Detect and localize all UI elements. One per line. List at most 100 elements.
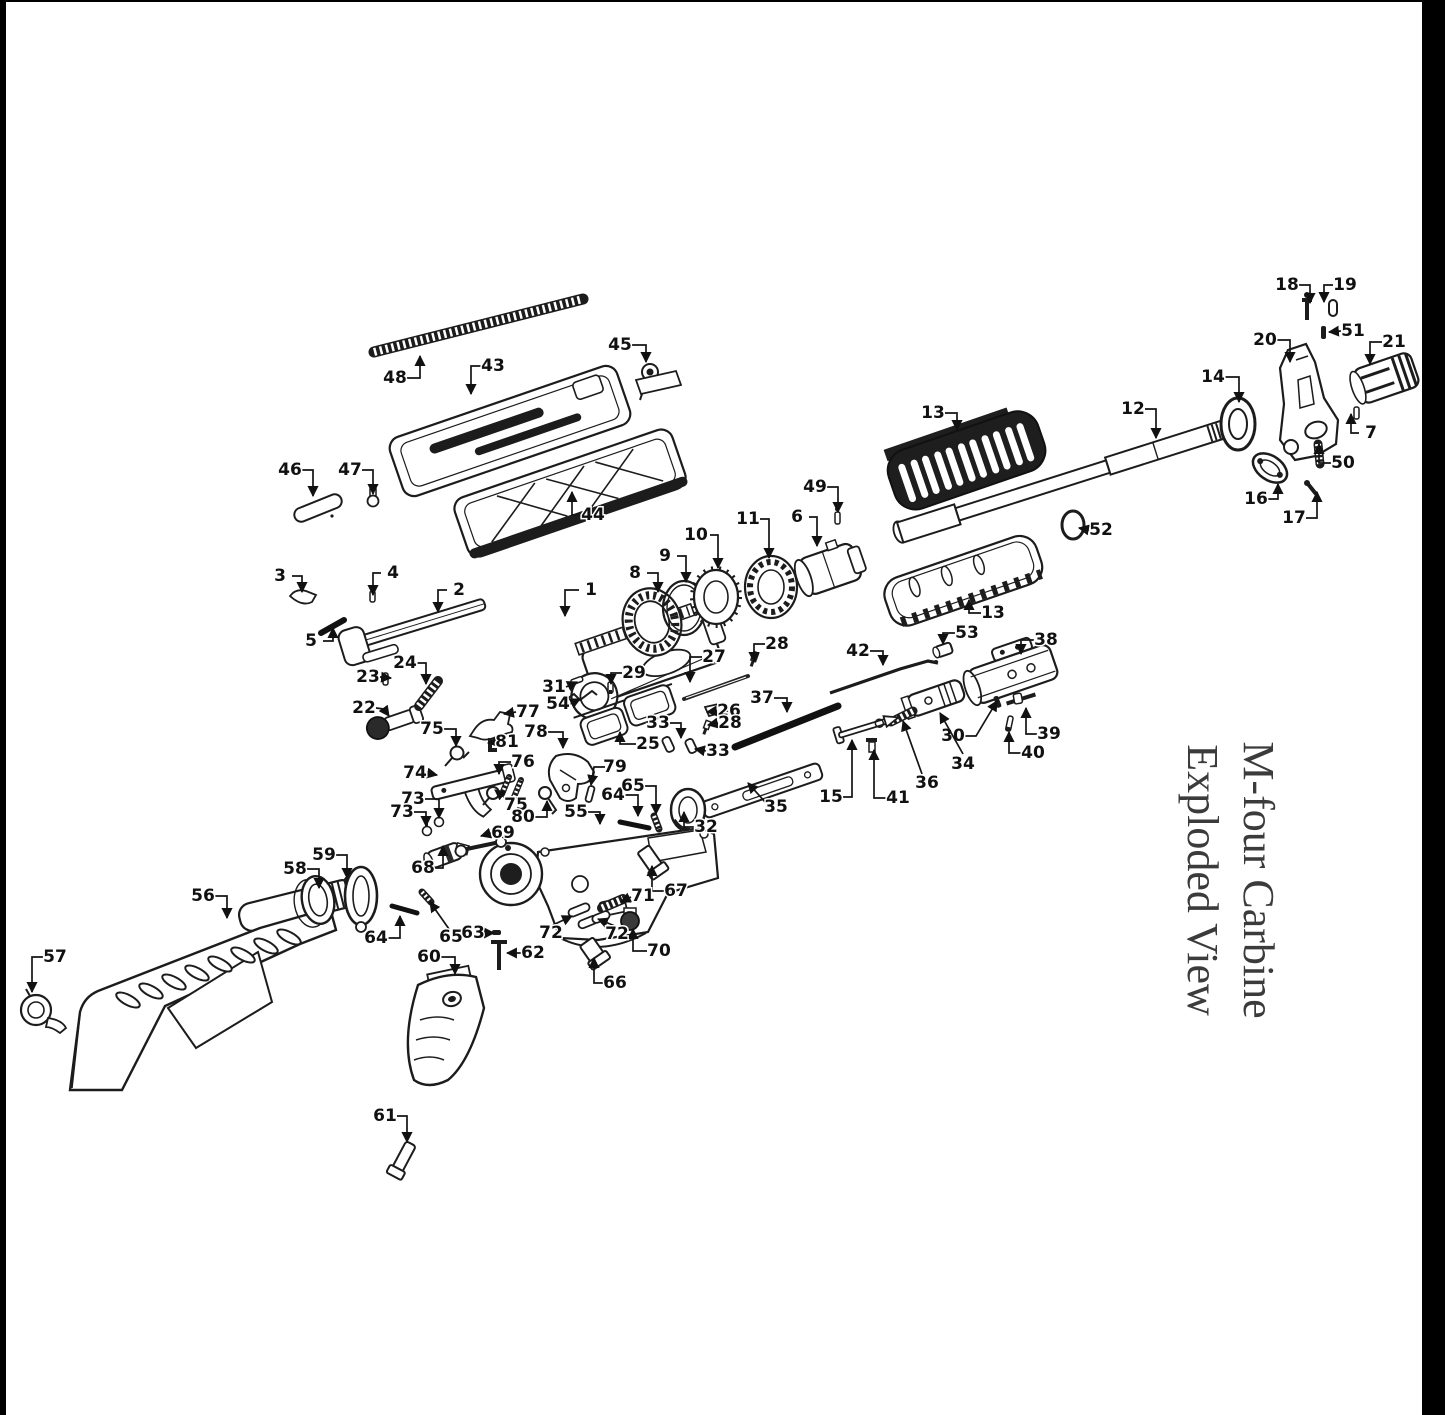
callout-66: 66 bbox=[588, 956, 628, 995]
callout-leader-line bbox=[435, 844, 449, 869]
callout-leader-line bbox=[939, 712, 964, 755]
callout-leader-line bbox=[937, 632, 955, 646]
callout-77: 77 bbox=[502, 701, 541, 724]
callout-leader-line bbox=[323, 626, 339, 642]
callout-73: 73 bbox=[389, 801, 432, 828]
callout-number: 52 bbox=[1089, 520, 1113, 540]
callout-23: 23 bbox=[355, 666, 393, 689]
callout-leader-line bbox=[465, 365, 481, 396]
callout-49: 49 bbox=[802, 476, 844, 514]
callout-leader-line bbox=[486, 736, 499, 748]
part-33-pin-b bbox=[684, 738, 698, 754]
callout-leader-line bbox=[362, 469, 379, 496]
part-38-bolt-carrier bbox=[962, 636, 1059, 707]
callout-79: 79 bbox=[587, 756, 628, 787]
callout-number: 1 bbox=[585, 580, 597, 600]
part-48-magazine-spring bbox=[368, 293, 589, 358]
callout-67: 67 bbox=[646, 864, 689, 903]
callout-number: 73 bbox=[401, 789, 425, 809]
callout-56: 56 bbox=[190, 885, 233, 920]
callout-number: 12 bbox=[1121, 399, 1145, 419]
callout-leader-line bbox=[444, 728, 462, 748]
callout-35: 35 bbox=[747, 782, 789, 819]
callout-33: 33 bbox=[645, 712, 687, 740]
callout-number: 43 bbox=[481, 356, 505, 376]
callout-number: 21 bbox=[1382, 332, 1406, 352]
callout-number: 34 bbox=[951, 754, 975, 774]
callout-leader-line bbox=[1015, 639, 1034, 656]
callout-number: 81 bbox=[495, 732, 519, 752]
callout-74: 74 bbox=[402, 762, 439, 785]
callout-number: 31 bbox=[542, 677, 566, 697]
callout-leader-line bbox=[568, 698, 581, 709]
callout-number: 51 bbox=[1341, 321, 1365, 341]
callout-number: 75 bbox=[504, 795, 528, 815]
callout-64: 64 bbox=[363, 914, 406, 950]
callout-number: 72 bbox=[539, 923, 563, 943]
callout-leader-line bbox=[620, 892, 633, 903]
callout-1: 1 bbox=[559, 579, 598, 618]
callout-71: 71 bbox=[620, 885, 656, 908]
callout-13: 13 bbox=[963, 598, 1006, 625]
callout-52: 52 bbox=[1077, 519, 1114, 542]
callout-62: 62 bbox=[505, 942, 546, 965]
callout-43: 43 bbox=[465, 355, 506, 396]
callout-64: 64 bbox=[600, 784, 644, 818]
callout-leader-line bbox=[552, 915, 573, 926]
part-3-latch bbox=[288, 589, 318, 605]
callout-leader-line bbox=[494, 789, 509, 801]
callout-number: 14 bbox=[1201, 367, 1225, 387]
callout-leader-line bbox=[1345, 412, 1359, 434]
callout-37: 37 bbox=[749, 687, 793, 714]
part-58-castle-nut bbox=[293, 875, 336, 928]
callout-68: 68 bbox=[410, 844, 449, 880]
part-35-plate bbox=[701, 762, 824, 819]
callout-number: 35 bbox=[764, 797, 788, 817]
callout-leader-line bbox=[693, 745, 707, 757]
callout-number: 26 bbox=[717, 701, 741, 721]
callout-leader-line bbox=[307, 868, 325, 890]
callout-number: 47 bbox=[338, 460, 362, 480]
callout-number: 61 bbox=[373, 1106, 397, 1126]
callout-leader-line bbox=[1003, 730, 1021, 754]
part-51-pin bbox=[1321, 326, 1326, 339]
callout-13: 13 bbox=[920, 402, 963, 432]
callout-leader-line bbox=[566, 490, 581, 516]
callout-leader-line bbox=[1225, 376, 1245, 404]
callout-36: 36 bbox=[901, 719, 940, 795]
part-60-pistol-grip bbox=[406, 964, 486, 1087]
callout-number: 13 bbox=[981, 603, 1005, 623]
callout-number: 7 bbox=[1365, 423, 1377, 443]
callout-leader-line bbox=[1268, 482, 1284, 500]
callout-leader-line bbox=[627, 927, 647, 952]
callout-leader-line bbox=[548, 731, 569, 750]
callout-number: 50 bbox=[1331, 453, 1355, 473]
part-53-gas-key-screw bbox=[932, 641, 954, 659]
callout-leader-line bbox=[388, 914, 406, 939]
callout-leader-line bbox=[479, 827, 493, 839]
callout-leader-line bbox=[963, 598, 981, 614]
part-73-screw-b bbox=[421, 820, 433, 837]
callout-leader-line bbox=[760, 518, 775, 560]
callout-10: 10 bbox=[683, 524, 724, 570]
callout-number: 20 bbox=[1253, 330, 1277, 350]
callout-leader-line bbox=[945, 412, 963, 432]
callout-number: 17 bbox=[1282, 508, 1306, 528]
callout-leader-line bbox=[705, 705, 718, 717]
callout-leader-line bbox=[302, 469, 319, 498]
callout-leader-line bbox=[596, 917, 616, 928]
callout-4: 4 bbox=[367, 562, 401, 597]
callout-48: 48 bbox=[382, 354, 426, 390]
callout-number: 65 bbox=[621, 776, 645, 796]
part-12-barrel bbox=[892, 418, 1232, 544]
callout-number: 10 bbox=[684, 525, 708, 545]
callout-5: 5 bbox=[304, 626, 339, 653]
callout-number: 55 bbox=[564, 802, 588, 822]
callout-number: 53 bbox=[955, 623, 979, 643]
part-10-weld-spring bbox=[690, 566, 742, 628]
callout-number: 15 bbox=[819, 787, 843, 807]
callout-leader-line bbox=[1145, 408, 1162, 440]
callout-leader-line bbox=[292, 575, 308, 594]
callout-50: 50 bbox=[1313, 442, 1356, 475]
callout-78: 78 bbox=[523, 721, 569, 750]
